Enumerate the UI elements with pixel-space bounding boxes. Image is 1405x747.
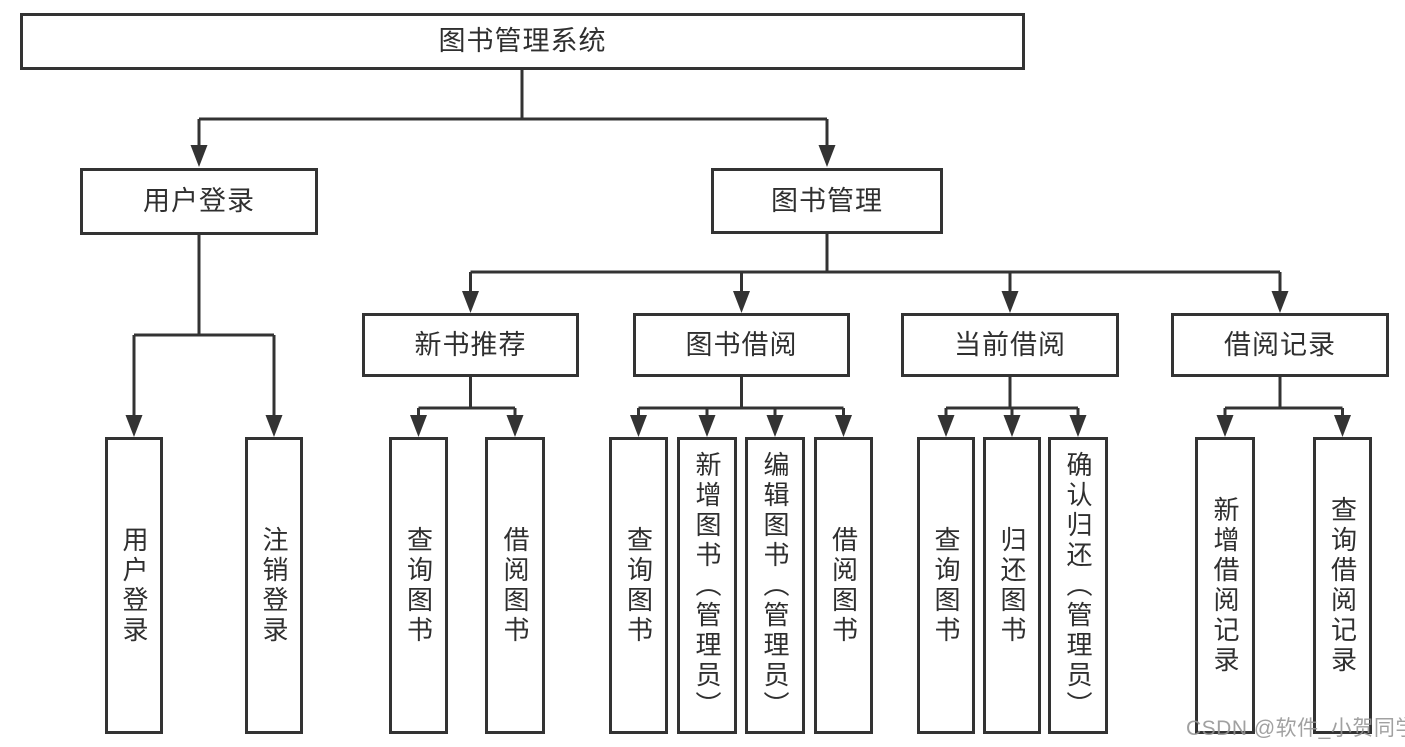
connector-book-mgmt-to-groups [462,234,1289,313]
connector-current-borrow-group [937,377,1087,437]
node-new-book-recommend: 新书推荐 [362,313,579,377]
leaf-edit-book-admin: 编辑图书（管理员） [745,437,805,734]
connector-root-to-level1 [190,70,836,167]
arrowhead-icon [1271,291,1289,313]
arrowhead-icon [698,415,716,437]
leaf-user-login: 用户登录 [105,437,163,734]
connector-new-book-group [410,377,524,437]
arrowhead-icon [733,291,750,313]
connector-book-borrow-group [630,377,852,437]
arrowhead-icon [1216,415,1234,437]
leaf-add-book-admin: 新增图书（管理员） [677,437,737,734]
leaf-query-books: 查询图书 [389,437,448,734]
arrowhead-icon [937,415,955,437]
arrowhead-icon [1003,415,1021,437]
arrowhead-icon [818,145,836,167]
node-borrow-records: 借阅记录 [1171,313,1389,377]
arrowhead-icon [462,291,479,313]
leaf-add-borrow-record: 新增借阅记录 [1195,437,1255,734]
watermark: CSDN @软件_小贺同学 [1186,717,1405,740]
leaf-query-books: 查询图书 [609,437,668,734]
arrowhead-icon [190,145,208,167]
connector-user-login-group [125,235,283,437]
node-book-mgmt-branch: 图书管理 [711,168,943,234]
leaf-confirm-return-admin: 确认归还（管理员） [1048,437,1108,734]
leaf-query-borrow-record: 查询借阅记录 [1313,437,1372,734]
arrowhead-icon [506,415,524,437]
arrowhead-icon [766,415,784,437]
arrowhead-icon [125,415,143,437]
arrowhead-icon [1001,291,1019,313]
leaf-query-books: 查询图书 [917,437,975,734]
node-book-borrow: 图书借阅 [633,313,850,377]
node-current-borrow: 当前借阅 [901,313,1119,377]
arrowhead-icon [630,415,647,437]
arrowhead-icon [835,415,852,437]
leaf-borrow-books: 借阅图书 [485,437,545,734]
node-user-login-branch: 用户登录 [80,168,318,235]
node-root-system: 图书管理系统 [20,13,1025,70]
leaf-borrow-books: 借阅图书 [814,437,873,734]
arrowhead-icon [265,415,283,437]
arrowhead-icon [1334,415,1351,437]
leaf-return-books: 归还图书 [983,437,1041,734]
arrowhead-icon [410,415,427,437]
connector-borrow-records-group [1216,377,1351,437]
leaf-logout: 注销登录 [245,437,303,734]
arrowhead-icon [1069,415,1087,437]
